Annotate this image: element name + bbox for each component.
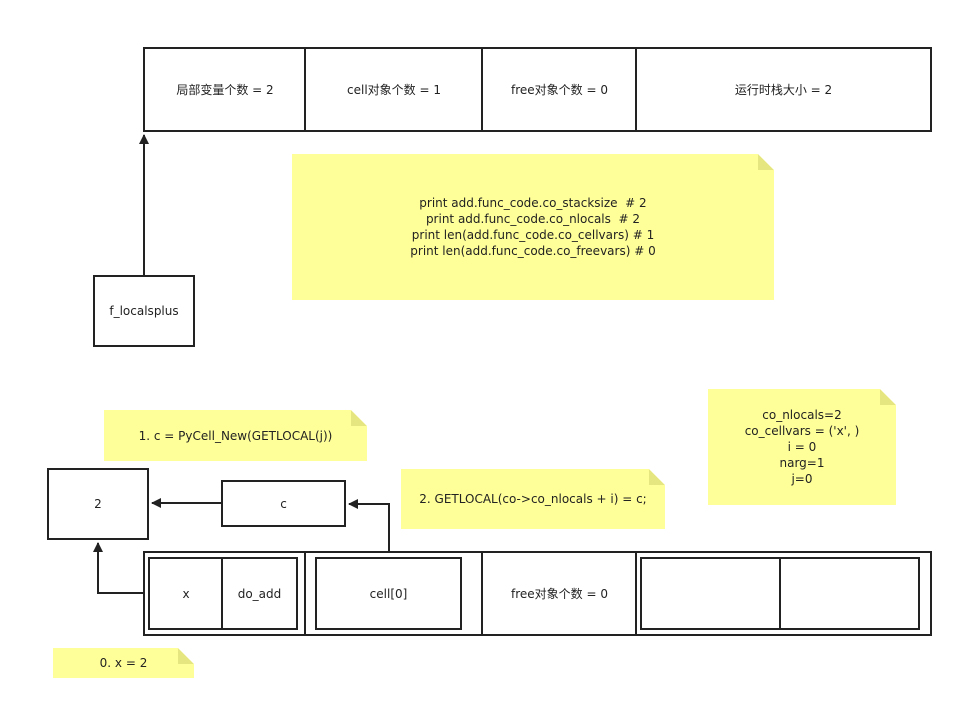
code-line: print add.func_code.co_nlocals # 2	[425, 212, 641, 226]
bottom-divider	[635, 553, 637, 635]
f-localsplus-box: f_localsplus	[93, 275, 195, 347]
cell0-slot: cell[0]	[315, 557, 462, 630]
note-fold-icon	[178, 648, 194, 664]
top-frame	[143, 47, 932, 132]
top-cell-freevars: free对象个数 = 0	[511, 83, 608, 97]
note-fold-icon	[880, 389, 896, 405]
value-box: 2	[47, 468, 149, 540]
free-count-label: free对象个数 = 0	[511, 587, 608, 601]
bottom-divider	[304, 553, 306, 635]
step1-note: 1. c = PyCell_New(GETLOCAL(j))	[104, 410, 367, 461]
var-line: j=0	[791, 472, 813, 486]
cell-object-c: c	[221, 480, 346, 527]
step0-note: 0. x = 2	[53, 648, 194, 678]
locals-divider	[221, 559, 223, 629]
step2-text: 2. GETLOCAL(co->co_nlocals + i) = c;	[419, 492, 647, 506]
step2-note: 2. GETLOCAL(co->co_nlocals + i) = c;	[401, 469, 665, 529]
arrow-x-to-value	[93, 542, 149, 594]
var-line: narg=1	[779, 456, 825, 470]
top-divider	[481, 49, 483, 131]
top-divider	[304, 49, 306, 131]
var-line: co_cellvars = ('x', )	[744, 424, 860, 438]
step0-text: 0. x = 2	[99, 656, 148, 670]
code-note: print add.func_code.co_stacksize # 2 pri…	[292, 154, 774, 300]
vars-note-text: co_nlocals=2 co_cellvars = ('x', ) i = 0…	[745, 407, 860, 487]
vars-note: co_nlocals=2 co_cellvars = ('x', ) i = 0…	[708, 389, 896, 505]
code-line: print len(add.func_code.co_freevars) # 0	[410, 244, 656, 258]
code-line: print len(add.func_code.co_cellvars) # 1	[411, 228, 655, 242]
arrow-cell0-to-c	[348, 499, 390, 558]
top-cell-locals: 局部变量个数 = 2	[176, 83, 274, 97]
code-note-text: print add.func_code.co_stacksize # 2 pri…	[410, 195, 655, 259]
var-line: co_nlocals=2	[762, 408, 842, 422]
local-x: x	[182, 586, 190, 601]
top-cell-stacksize: 运行时栈大小 = 2	[734, 83, 833, 97]
local-do-add: do_add	[237, 586, 282, 601]
bottom-divider	[481, 553, 483, 635]
var-line: i = 0	[787, 440, 817, 454]
note-fold-icon	[758, 154, 774, 170]
top-divider	[635, 49, 637, 131]
top-cell-cellvars: cell对象个数 = 1	[347, 83, 441, 97]
step1-text: 1. c = PyCell_New(GETLOCAL(j))	[138, 428, 333, 443]
note-fold-icon	[351, 410, 367, 426]
note-fold-icon	[649, 469, 665, 485]
stack-divider	[779, 559, 781, 629]
code-line: print add.func_code.co_stacksize # 2	[419, 196, 647, 210]
locals-group	[148, 557, 298, 630]
